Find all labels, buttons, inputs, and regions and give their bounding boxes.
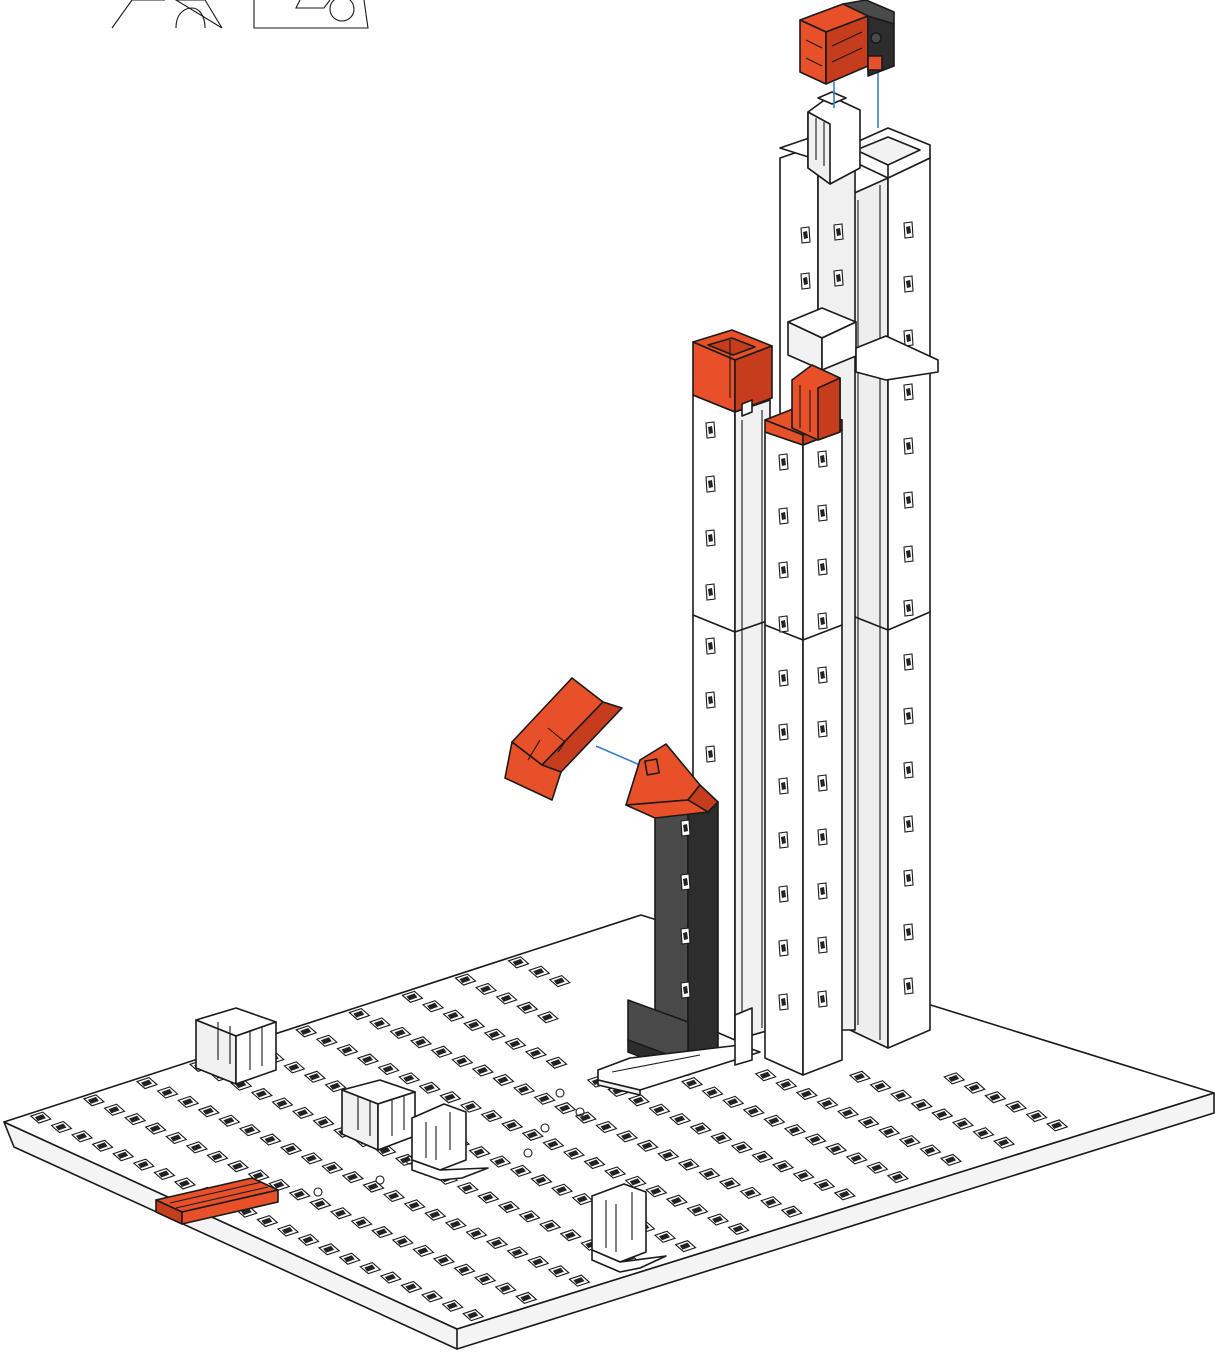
red-flat-block: [505, 678, 622, 800]
red-cap-middle: [765, 365, 842, 445]
white-building-block-2: [342, 1080, 415, 1150]
white-building-block-1: [196, 1008, 276, 1084]
top-coupling-block: [800, 0, 894, 84]
inset-part-silhouettes: [112, 0, 368, 28]
tall-column-right: [850, 128, 930, 1048]
base-plate: [4, 915, 1214, 1349]
tall-column-front: [765, 430, 842, 1075]
column-hole-strip: [904, 222, 913, 994]
